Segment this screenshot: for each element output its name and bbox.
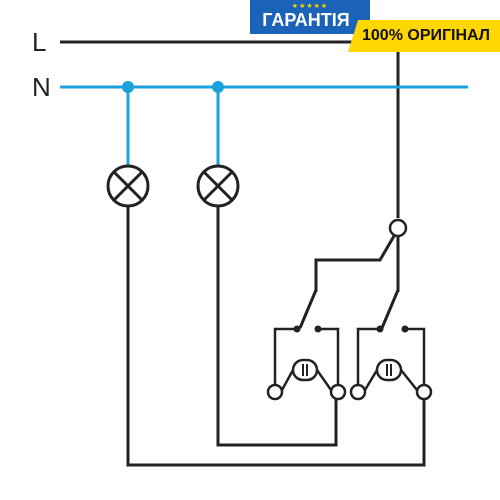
guarantee-badge: ★★★★★ ГАРАНТІЯ	[250, 0, 370, 34]
indicator-1-icon	[280, 358, 333, 391]
original-label: 100% ОРИГІНАЛ	[362, 27, 491, 44]
lamp-2-icon	[196, 164, 240, 208]
switch-key-1	[266, 289, 347, 401]
guarantee-title: ГАРАНТІЯ	[262, 10, 350, 30]
line-label: L	[32, 27, 46, 57]
stars-icon: ★★★★★	[291, 2, 329, 10]
switch-common-wire-left	[314, 235, 396, 292]
guarantee-banner: ★★★★★ ГАРАНТІЯ 100% ОРИГІНАЛ	[250, 0, 500, 52]
switch-common-terminal	[388, 218, 408, 238]
neutral-label: N	[32, 72, 51, 102]
lamp-1-return-wire	[126, 206, 426, 467]
lamp-1-icon	[106, 164, 150, 208]
lamp-2-return-wire	[216, 206, 338, 447]
original-badge: 100% ОРИГІНАЛ	[348, 20, 500, 52]
indicator-2-icon	[363, 358, 418, 391]
switch-key-2	[349, 289, 433, 401]
